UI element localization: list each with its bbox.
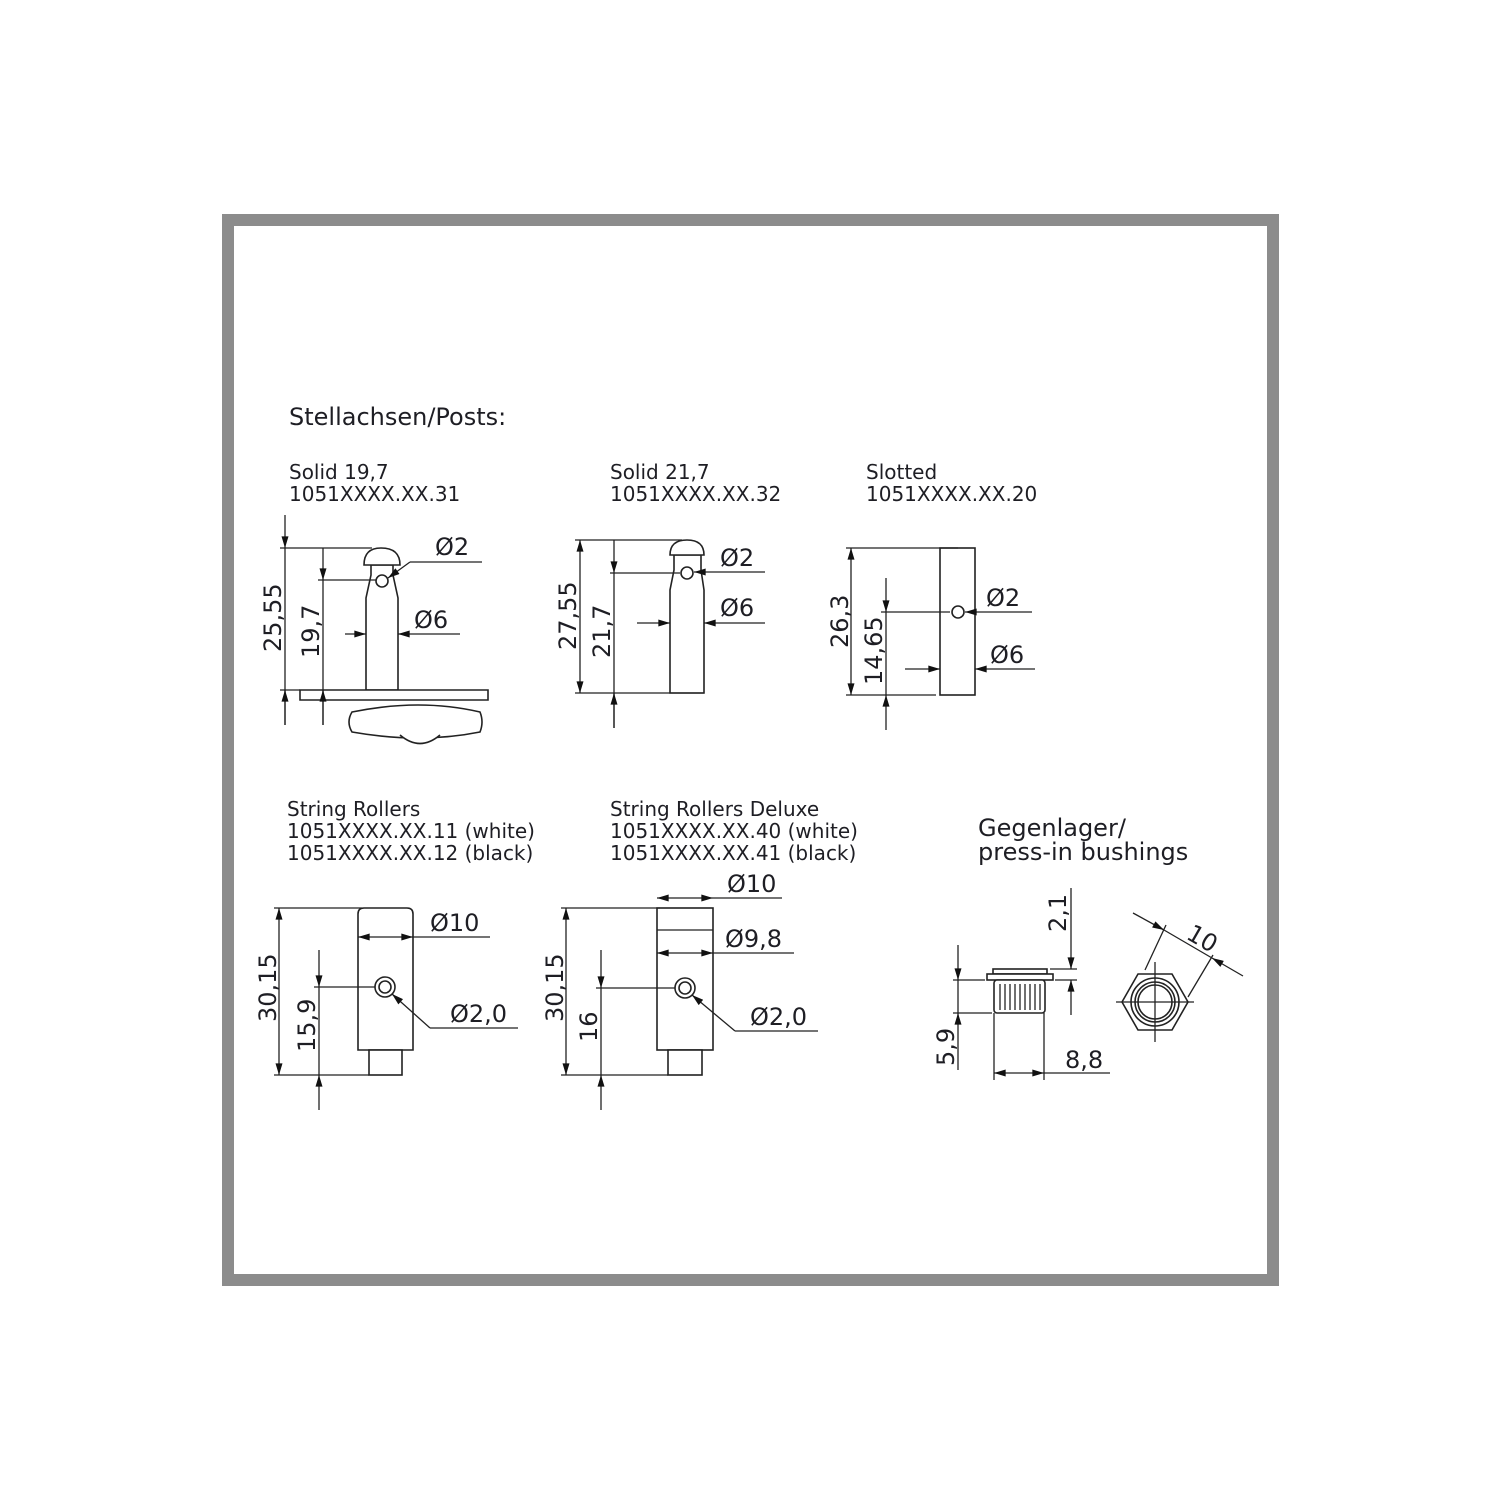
section-heading: Stellachsen/Posts: [289, 403, 506, 431]
dim-total: 27,55 [554, 581, 582, 650]
dim-hole: Ø2 [720, 544, 754, 572]
dim-dia-top: Ø10 [727, 870, 776, 898]
post-name: Slotted [866, 460, 937, 484]
dim-dia: Ø6 [720, 594, 754, 622]
dim-dia: Ø6 [990, 641, 1024, 669]
dim-hole: Ø2 [435, 533, 469, 561]
post-name: Solid 21,7 [610, 460, 710, 484]
roller-name: String Rollers Deluxe [610, 797, 819, 821]
post-slotted: Slotted 1051XXXX.XX.20 26,3 14,65 Ø2 Ø6 [826, 460, 1037, 730]
dim-height: 14,65 [860, 616, 888, 685]
dim-total: 26,3 [826, 595, 854, 648]
roller-part-white: 1051XXXX.XX.40 (white) [610, 819, 858, 843]
dim-hex: 10 [1182, 919, 1222, 959]
dim-total: 30,15 [541, 953, 569, 1022]
dim-height: 19,7 [297, 605, 325, 658]
dim-hole: Ø2,0 [750, 1003, 807, 1031]
press-in-bushing: Gegenlager/ press-in bushings 5,9 2,1 8,… [932, 814, 1244, 1080]
string-rollers: String Rollers 1051XXXX.XX.11 (white) 10… [254, 797, 535, 1110]
dim-dia: 8,8 [1065, 1046, 1103, 1074]
dim-height: 16 [575, 1011, 603, 1042]
dim-dia: Ø9,8 [725, 925, 782, 953]
post-solid-21-7: Solid 21,7 1051XXXX.XX.32 27,55 21,7 Ø2 … [554, 460, 781, 728]
roller-part-white: 1051XXXX.XX.11 (white) [287, 819, 535, 843]
post-solid-19-7: Solid 19,7 1051XXXX.XX.31 25,55 19,7 Ø2 … [259, 460, 489, 745]
roller-part-black: 1051XXXX.XX.12 (black) [287, 841, 533, 865]
dim-height: 21,7 [588, 605, 616, 658]
post-part-number: 1051XXXX.XX.32 [610, 482, 781, 506]
frame-border [222, 214, 1279, 1286]
string-rollers-deluxe: String Rollers Deluxe 1051XXXX.XX.40 (wh… [541, 797, 858, 1110]
bushing-title-line1: Gegenlager/ [978, 814, 1127, 842]
post-part-number: 1051XXXX.XX.20 [866, 482, 1037, 506]
dim-height: 15,9 [293, 999, 321, 1052]
dim-dia: Ø6 [414, 606, 448, 634]
dim-dia: Ø10 [430, 909, 479, 937]
dim-total: 25,55 [259, 583, 287, 652]
post-part-number: 1051XXXX.XX.31 [289, 482, 460, 506]
roller-part-black: 1051XXXX.XX.41 (black) [610, 841, 856, 865]
dim-hole: Ø2 [986, 584, 1020, 612]
dim-total: 30,15 [254, 953, 282, 1022]
dim-flange: 2,1 [1044, 894, 1072, 932]
dim-height: 5,9 [932, 1028, 960, 1066]
post-name: Solid 19,7 [289, 460, 389, 484]
bushing-title-line2: press-in bushings [978, 838, 1188, 866]
roller-name: String Rollers [287, 797, 420, 821]
hex-top-view: 10 [1116, 912, 1244, 1042]
dim-hole: Ø2,0 [450, 1000, 507, 1028]
